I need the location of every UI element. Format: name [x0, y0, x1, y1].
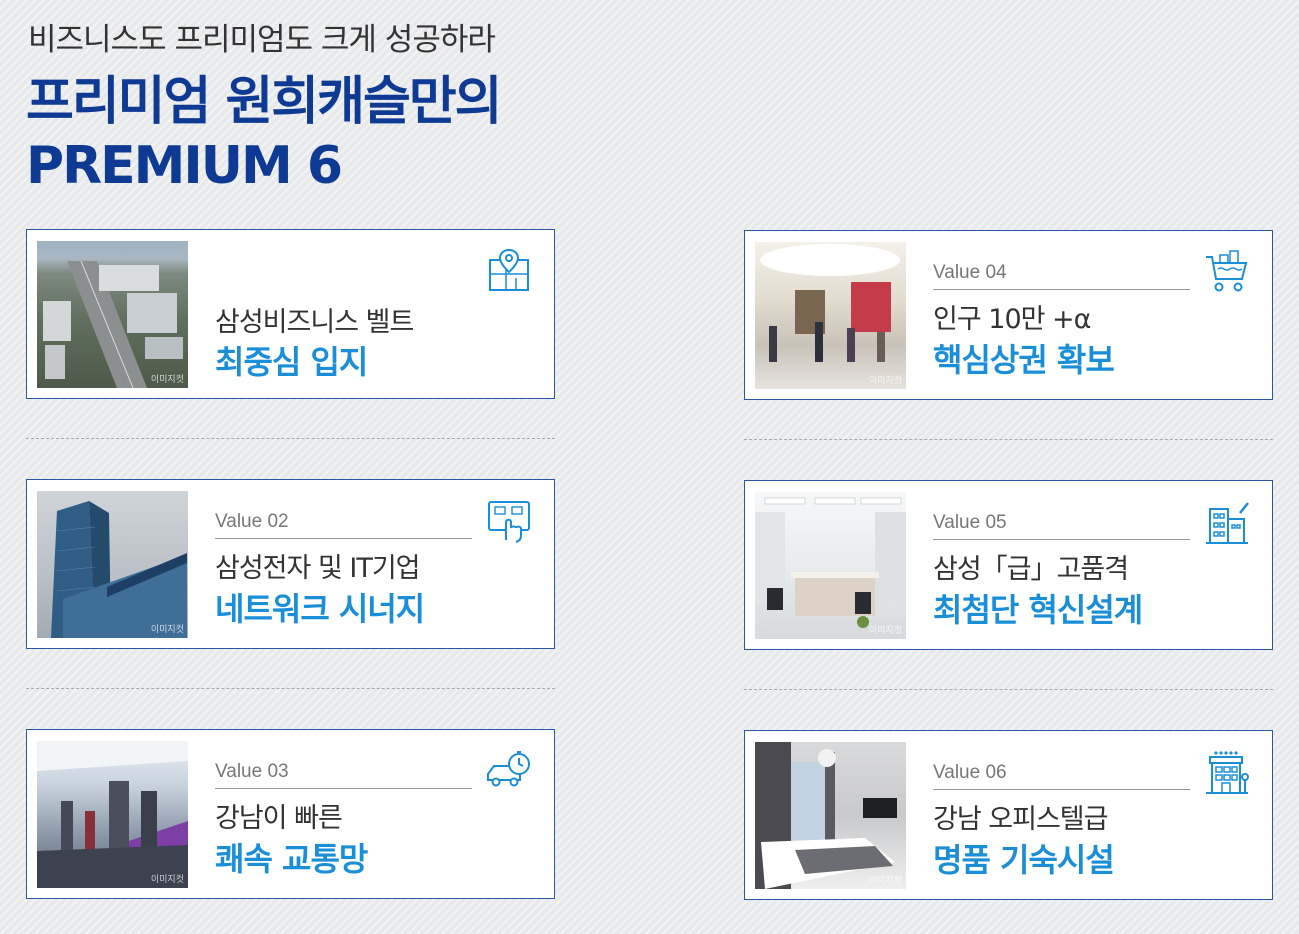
card-value-label: Value 02 [215, 511, 289, 532]
title-line-1: 프리미엄 원희캐슬만의 [26, 72, 503, 132]
photo-watermark: 이미지컷 [868, 626, 902, 636]
card-line-2: 최중심 입지 [215, 343, 368, 381]
value-underline [215, 788, 472, 789]
divider-right-1 [744, 439, 1273, 440]
map-pin-icon [486, 248, 532, 294]
samsung-building-photo: 이미지컷 [37, 491, 188, 638]
card-line-1: 강남 오피스텔급 [933, 804, 1108, 835]
premium-card-3: 이미지컷 Value 03 강남이 빠른 쾌속 교통망 [26, 729, 555, 899]
photo-watermark: 이미지컷 [150, 625, 184, 635]
value-underline [933, 289, 1190, 290]
car-clock-icon [486, 748, 532, 794]
photo-watermark: 이미지컷 [868, 876, 902, 886]
card-line-2: 명품 기숙시설 [933, 841, 1115, 879]
office-interior-photo: 이미지컷 [755, 492, 906, 639]
photo-watermark: 이미지컷 [868, 376, 902, 386]
divider-left-1 [26, 438, 555, 439]
premium-card-5: 이미지컷 Value 05 삼성「급」고품격 최첨단 혁신설계 [744, 480, 1273, 650]
divider-left-2 [26, 688, 555, 689]
card-line-1: 삼성전자 및 IT기업 [215, 553, 421, 584]
premium-card-4: 이미지컷 Value 04 인구 10만 +α 핵심상권 확보 [744, 230, 1273, 400]
premium-card-1: 이미지컷 삼성비즈니스 벨트 최중심 입지 [26, 229, 555, 399]
card-line-1: 삼성「급」고품격 [933, 554, 1129, 585]
premium-card-2: 이미지컷 Value 02 삼성전자 및 IT기업 네트워크 시너지 [26, 479, 555, 649]
hotel-icon [1204, 749, 1250, 795]
card-line-1: 삼성비즈니스 벨트 [215, 307, 414, 338]
card-line-1: 인구 10만 +α [933, 304, 1091, 335]
title-line-2: PREMIUM 6 [26, 136, 343, 196]
divider-right-2 [744, 689, 1273, 690]
card-line-2: 네트워크 시너지 [215, 590, 425, 628]
card-line-2: 쾌속 교통망 [215, 840, 368, 878]
shopping-mall-photo: 이미지컷 [755, 242, 906, 389]
building-design-icon [1204, 499, 1250, 545]
value-underline [933, 789, 1190, 790]
photo-watermark: 이미지컷 [150, 875, 184, 885]
premium-card-6: 이미지컷 Value 06 강남 오피스텔급 명품 기숙시설 [744, 730, 1273, 900]
industrial-aerial-photo: 이미지컷 [37, 241, 188, 388]
value-underline [933, 539, 1190, 540]
touch-screen-icon [486, 498, 532, 544]
card-line-1: 강남이 빠른 [215, 803, 343, 834]
card-line-2: 핵심상권 확보 [933, 341, 1115, 379]
photo-watermark: 이미지컷 [150, 375, 184, 385]
shopping-cart-icon [1204, 249, 1250, 295]
bedroom-photo: 이미지컷 [755, 742, 906, 889]
value-underline [215, 538, 472, 539]
card-value-label: Value 05 [933, 512, 1007, 533]
card-value-label: Value 03 [215, 761, 289, 782]
page-subtitle: 비즈니스도 프리미엄도 크게 성공하라 [28, 22, 496, 58]
card-line-2: 최첨단 혁신설계 [933, 591, 1143, 629]
card-value-label: Value 04 [933, 262, 1007, 283]
page-title: 프리미엄 원희캐슬만의 PREMIUM 6 [26, 70, 503, 198]
subway-platform-photo: 이미지컷 [37, 741, 188, 888]
card-value-label: Value 06 [933, 762, 1007, 783]
